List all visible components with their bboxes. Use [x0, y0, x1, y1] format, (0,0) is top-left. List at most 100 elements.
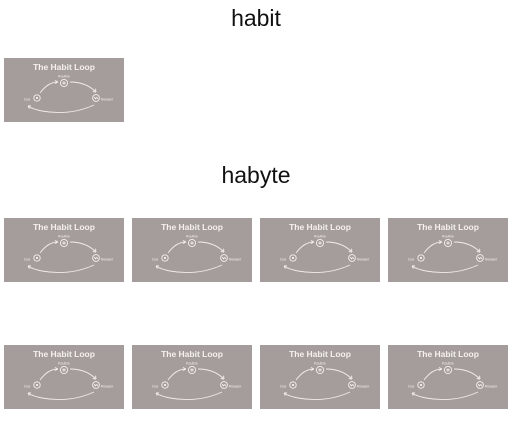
cue-label: Cue — [24, 258, 30, 262]
routine-icon — [315, 365, 325, 375]
habit-loop-thumbnail[interactable]: The Habit Loop Routine Cue Reward — [4, 345, 124, 409]
routine-icon — [59, 238, 69, 248]
habit-loop-thumbnail[interactable]: The Habit Loop Routine Cue Reward — [132, 345, 252, 409]
thumbnail-title: The Habit Loop — [33, 222, 95, 232]
routine-icon — [187, 238, 197, 248]
thumbnail-title: The Habit Loop — [289, 222, 351, 232]
reward-to-cue-arrow — [155, 264, 223, 273]
habit-loop-diagram: The Habit Loop Routine Cue Reward — [24, 349, 113, 400]
reward-icon — [348, 254, 356, 262]
reward-to-cue-arrow — [27, 264, 95, 273]
cue-icon — [33, 94, 41, 102]
routine-label: Routine — [58, 362, 70, 366]
routine-label: Routine — [186, 362, 198, 366]
reward-icon — [92, 94, 100, 102]
habit-loop-diagram: The Habit Loop Routine Cue Reward — [408, 222, 497, 273]
routine-label: Routine — [58, 75, 70, 79]
routine-to-reward-arrow — [69, 81, 97, 93]
thumbnail-title: The Habit Loop — [33, 62, 95, 72]
cue-to-routine-arrow — [167, 241, 187, 254]
cue-label: Cue — [280, 385, 286, 389]
routine-label: Routine — [186, 235, 198, 239]
cue-icon — [289, 254, 297, 262]
cue-to-routine-arrow — [295, 241, 315, 254]
routine-icon — [59, 365, 69, 375]
routine-to-reward-arrow — [197, 368, 225, 380]
reward-label: Reward — [229, 258, 241, 262]
routine-icon — [187, 365, 197, 375]
routine-to-reward-arrow — [453, 368, 481, 380]
reward-label: Reward — [485, 385, 497, 389]
habit-loop-thumbnail[interactable]: The Habit Loop Routine Cue Reward — [388, 218, 508, 282]
reward-label: Reward — [485, 258, 497, 262]
cue-to-routine-arrow — [423, 368, 443, 381]
habit-loop-thumbnail[interactable]: The Habit Loop Routine Cue Reward — [132, 218, 252, 282]
cue-icon — [161, 381, 169, 389]
habit-loop-diagram: The Habit Loop Routine Cue Reward — [280, 349, 369, 400]
cue-label: Cue — [152, 385, 158, 389]
thumbnail-title: The Habit Loop — [417, 222, 479, 232]
routine-label: Routine — [314, 235, 326, 239]
reward-label: Reward — [229, 385, 241, 389]
section-title: habyte — [221, 162, 291, 188]
habit-loop-diagram: The Habit Loop Routine Cue Reward — [152, 222, 241, 273]
reward-label: Reward — [101, 98, 113, 102]
cue-label: Cue — [280, 258, 286, 262]
habit-loop-diagram: The Habit Loop Routine Cue Reward — [24, 222, 113, 273]
habit-loop-diagram: The Habit Loop Routine Cue Reward — [408, 349, 497, 400]
reward-label: Reward — [357, 258, 369, 262]
thumbnail-title: The Habit Loop — [161, 222, 223, 232]
reward-to-cue-arrow — [411, 391, 479, 400]
cue-label: Cue — [408, 258, 414, 262]
cue-to-routine-arrow — [167, 368, 187, 381]
cue-icon — [417, 381, 425, 389]
reward-icon — [476, 254, 484, 262]
reward-to-cue-arrow — [283, 391, 351, 400]
routine-to-reward-arrow — [325, 241, 353, 253]
cue-label: Cue — [152, 258, 158, 262]
routine-to-reward-arrow — [197, 241, 225, 253]
reward-to-cue-arrow — [411, 264, 479, 273]
thumbnail-title: The Habit Loop — [161, 349, 223, 359]
habit-loop-diagram: The Habit Loop Routine Cue Reward — [24, 62, 113, 113]
cue-to-routine-arrow — [39, 368, 59, 381]
cue-to-routine-arrow — [295, 368, 315, 381]
habit-loop-thumbnail[interactable]: The Habit Loop Routine Cue Reward — [4, 58, 124, 122]
routine-to-reward-arrow — [325, 368, 353, 380]
cue-icon — [33, 254, 41, 262]
routine-icon — [443, 238, 453, 248]
routine-to-reward-arrow — [69, 368, 97, 380]
reward-icon — [476, 381, 484, 389]
habit-loop-thumbnail[interactable]: The Habit Loop Routine Cue Reward — [260, 345, 380, 409]
cue-icon — [33, 381, 41, 389]
routine-to-reward-arrow — [453, 241, 481, 253]
routine-icon — [59, 78, 69, 88]
reward-icon — [92, 254, 100, 262]
reward-label: Reward — [101, 385, 113, 389]
habit-loop-thumbnail[interactable]: The Habit Loop Routine Cue Reward — [4, 218, 124, 282]
routine-icon — [443, 365, 453, 375]
reward-label: Reward — [357, 385, 369, 389]
reward-label: Reward — [101, 258, 113, 262]
reward-to-cue-arrow — [283, 264, 351, 273]
cue-to-routine-arrow — [39, 81, 59, 94]
reward-icon — [348, 381, 356, 389]
cue-label: Cue — [408, 385, 414, 389]
cue-icon — [161, 254, 169, 262]
habit-loop-thumbnail[interactable]: The Habit Loop Routine Cue Reward — [260, 218, 380, 282]
reward-to-cue-arrow — [27, 104, 95, 113]
cue-label: Cue — [24, 98, 30, 102]
routine-icon — [315, 238, 325, 248]
habit-loop-thumbnail[interactable]: The Habit Loop Routine Cue Reward — [388, 345, 508, 409]
reward-to-cue-arrow — [27, 391, 95, 400]
reward-icon — [92, 381, 100, 389]
cue-icon — [289, 381, 297, 389]
thumbnail-title: The Habit Loop — [289, 349, 351, 359]
routine-label: Routine — [442, 235, 454, 239]
cue-to-routine-arrow — [423, 241, 443, 254]
cue-icon — [417, 254, 425, 262]
cue-label: Cue — [24, 385, 30, 389]
habit-loop-diagram: The Habit Loop Routine Cue Reward — [280, 222, 369, 273]
routine-to-reward-arrow — [69, 241, 97, 253]
thumbnail-title: The Habit Loop — [417, 349, 479, 359]
